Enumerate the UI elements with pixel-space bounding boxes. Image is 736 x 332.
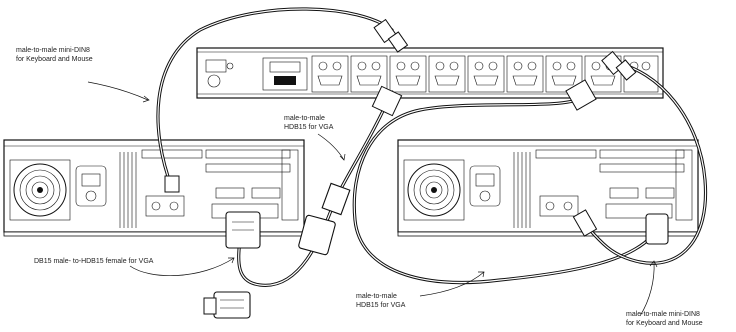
label-center-vga-line1: male-to-male [284,115,325,122]
kvm-switch [196,47,664,99]
left-computer-fan [9,159,71,221]
kvm-console-section [262,57,308,91]
right-computer-power-socket [469,165,501,207]
label-bottom-center-vga-line1: male-to-male [356,293,397,300]
cable-right-vga [352,79,669,285]
label-center-vga: male-to-male HDB15 for VGA [284,114,333,132]
label-bottom-center-vga-line2: HDB15 for VGA [356,302,406,309]
label-top-left-line2: for Keyboard and Mouse [16,56,93,63]
left-ps2-plug [164,175,180,193]
label-bottom-center-vga: male-to-male HDB15 for VGA [356,292,405,310]
label-pointers [87,81,658,317]
cable-left-ps2 [156,7,409,193]
right-vga-plug [645,213,669,245]
label-center-vga-line2: HDB15 for VGA [284,124,334,131]
right-ps2-plug [572,209,598,237]
right-computer-fan [403,159,465,221]
right-computer-io-ports [539,187,675,219]
left-computer [3,139,305,237]
label-bottom-right: male-to-male mini-DIN8 for Keyboard and … [626,310,703,328]
left-computer-expansion-slots [119,149,299,228]
kvm-port-groups [311,55,659,93]
label-bottom-left-adapter: DB15 male- to-HDB15 female for VGA [34,258,154,265]
label-bottom-right-line2: for Keyboard and Mouse [626,320,703,327]
left-computer-power-socket [75,165,107,207]
label-top-left-line1: male-to-male mini-DIN8 [16,47,90,54]
cable-left-vga [225,85,403,287]
label-top-left: male-to-male mini-DIN8 for Keyboard and … [16,46,93,64]
kvm-power-section [205,59,234,88]
right-computer-expansion-slots [513,149,693,228]
db15-adapter [203,291,251,319]
label-bottom-right-line1: male-to-male mini-DIN8 [626,311,700,318]
cable-right-ps2 [572,50,708,265]
